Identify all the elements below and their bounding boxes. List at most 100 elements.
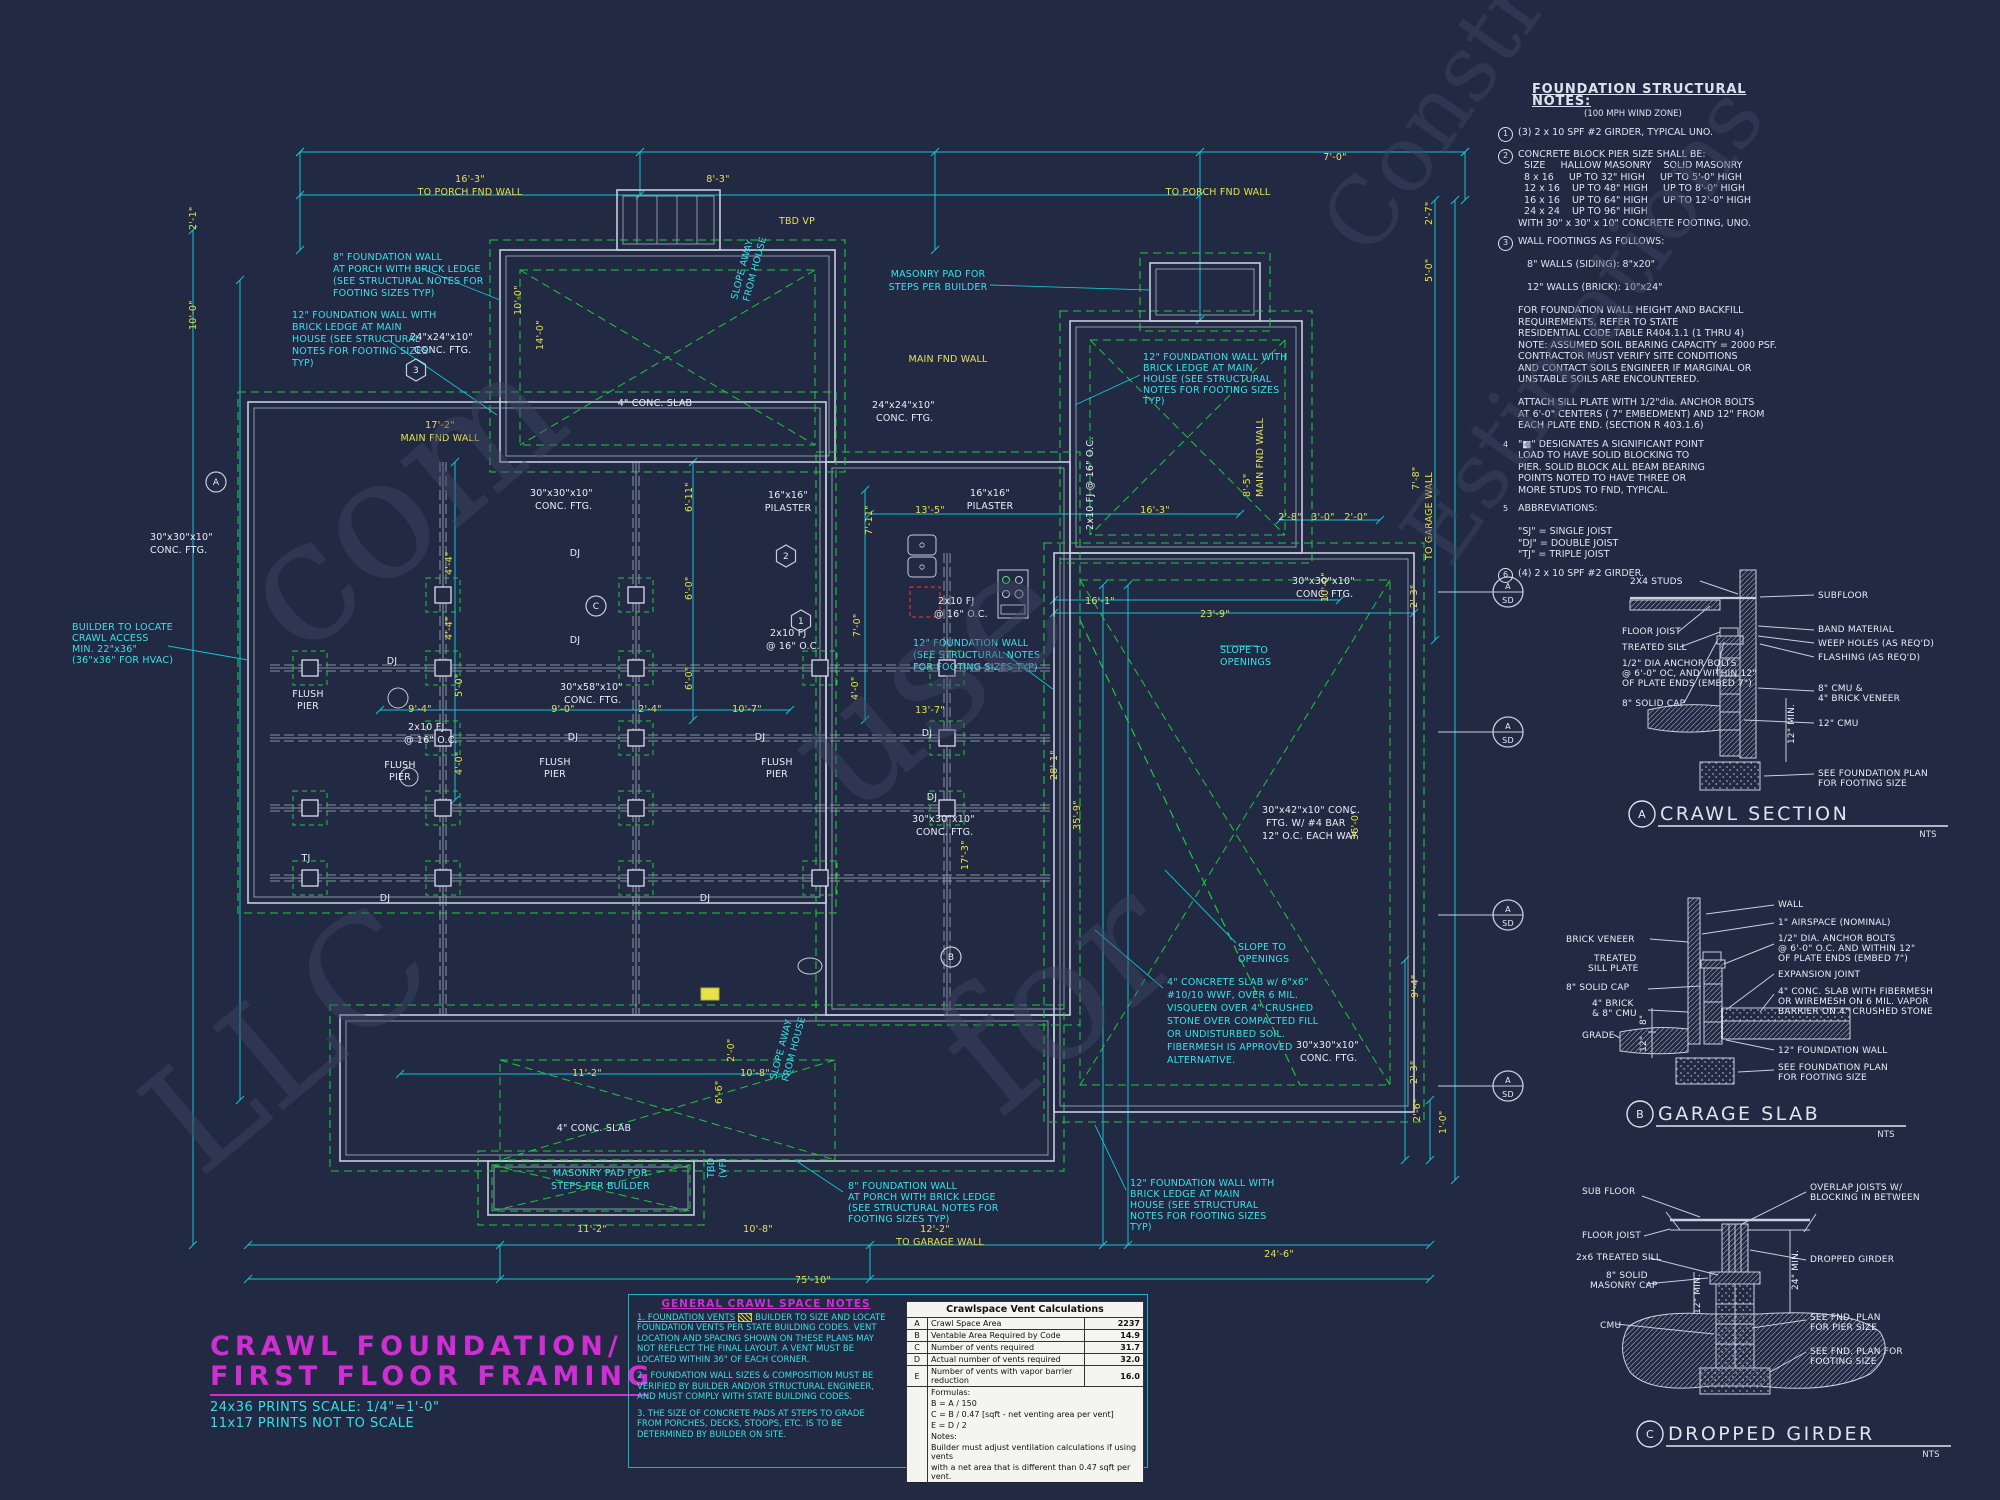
plan-label: VISQUEEN OVER 4" CRUSHED (1167, 1003, 1313, 1014)
plan-label: 30"x30"x10" (1292, 576, 1355, 587)
detail-label: BLOCKING IN BETWEEN (1810, 1193, 1920, 1203)
plan-dimension-label: 6'-11" (684, 482, 695, 512)
plan-label: FOR FOOTING SIZES TYP) (913, 662, 1038, 673)
plan-label: CONC. FTG. (535, 501, 592, 512)
general-crawl-space-notes: GENERAL CRAWL SPACE NOTES 1. FOUNDATION … (637, 1299, 895, 1446)
detail-label: SEE FND. PLAN FOR (1810, 1347, 1903, 1357)
vent-hatch-icon (738, 1312, 753, 1322)
structural-note-item: 1(3) 2 x 10 SPF #2 GIRDER, TYPICAL UNO. (1498, 126, 1804, 142)
detail-scale-note: NTS (1922, 1450, 1940, 1460)
title-underline (210, 1394, 648, 1396)
plan-dimension-label: TO PORCH FND WALL (1165, 187, 1271, 198)
plan-label: 30"x58"x10" (560, 682, 623, 693)
plan-dimension-label: 16'-1" (1085, 596, 1115, 607)
detail-label: 2X4 STUDS (1630, 577, 1683, 587)
circle-keynote-label: C (593, 602, 599, 612)
plan-dimension-label: 14'-0" (535, 320, 546, 350)
plan-dimension-label: 6'-6" (714, 1081, 725, 1105)
hex-keynote-label: 1 (798, 617, 804, 627)
print-scale-note-2: 11x17 PRINTS NOT TO SCALE (210, 1416, 415, 1431)
detail-label: FOR PIER SIZE (1810, 1323, 1877, 1333)
plan-dimension-label: 16'-3" (1140, 505, 1170, 516)
plan-label: BRICK LEDGE AT MAIN (292, 322, 402, 333)
hex-keynote-marker (405, 358, 427, 382)
plan-label: 12" O.C. EACH WAY (1262, 831, 1357, 842)
plan-dimension-label: 13'-5" (915, 505, 945, 516)
detail-label: WALL (1778, 900, 1803, 910)
detail-label: OR WIREMESH ON 6 MIL. VAPOR (1778, 997, 1929, 1007)
plan-label: 8" FOUNDATION WALL (848, 1181, 958, 1192)
pier-squares (292, 577, 965, 896)
plan-label: 30"x30"x10" (150, 532, 213, 543)
crawl-notes-title: GENERAL CRAWL SPACE NOTES (661, 1298, 871, 1310)
detail-label: 2x6 TREATED SILL (1576, 1253, 1661, 1263)
plan-label: CONC. FTG. (876, 413, 933, 424)
hex-keynote-marker (790, 609, 812, 633)
plan-dimension-label: 7'-0" (1323, 152, 1347, 163)
plan-label: 2x10 FJ @ 16" O.C. (1085, 437, 1096, 530)
plan-dimension-label: 8'-5" (1242, 474, 1253, 498)
plan-label: TYP) (291, 358, 314, 369)
detail-label: 12" MIN. (1787, 704, 1797, 744)
plan-label: PIER (389, 772, 411, 783)
detail-label: 12" MIN. (1693, 1274, 1703, 1314)
circle-keynote-marker (205, 471, 227, 493)
plan-dimension-label: 4'-0" (850, 677, 861, 701)
sheet-title-line1: CRAWL FOUNDATION/ (210, 1331, 623, 1362)
detail-label: 8" SOLID CAP (1622, 699, 1686, 709)
plan-label: PIER (544, 769, 566, 780)
plan-label: BRICK LEDGE AT MAIN (1130, 1189, 1240, 1200)
detail-label: 1" AIRSPACE (NOMINAL) (1778, 918, 1891, 928)
sheet-title-block: CRAWL FOUNDATION/ FIRST FLOOR FRAMING 24… (210, 1332, 654, 1432)
plan-dimension-label: 10'-7" (732, 704, 762, 715)
plan-label: STONE OVER COMPACTED FILL (1167, 1016, 1319, 1027)
circle-keynote-label: A (213, 478, 220, 488)
detail-marker-letter: C (1646, 1428, 1654, 1441)
plan-label: FOOTING SIZES TYP) (848, 1214, 950, 1225)
plan-label: 12" FOUNDATION WALL WITH (292, 310, 437, 321)
plan-label: HOUSE (SEE STRUCTURAL (1130, 1200, 1259, 1211)
plan-label: DJ (922, 728, 933, 739)
plan-dimension-label: 10'-0" (513, 285, 524, 315)
detail-label: 1/2" DIA. ANCHOR BOLTS (1778, 934, 1896, 944)
plan-label: 2x10 FJ (770, 628, 806, 639)
detail-label: SEE FND. PLAN (1810, 1313, 1881, 1323)
plan-dimension-label: 1'-0" (1438, 1111, 1449, 1135)
plan-label: (SEE STRUCTURAL NOTES FOR (333, 276, 484, 287)
detail-label: 4" BRICK (1592, 999, 1634, 1009)
plan-label: 24"x24"x10" (410, 332, 473, 343)
section-marker-top: A (1505, 1076, 1511, 1085)
plan-dimension-label: 11'-2" (572, 1068, 602, 1079)
plan-label: NOTES FOR FOOTING SIZES (1130, 1211, 1267, 1222)
red-dashed-marker (909, 586, 941, 618)
detail-marker-circle (1626, 1100, 1654, 1128)
detail-marker-letter: B (1636, 1108, 1644, 1121)
plan-label: AT PORCH WITH BRICK LEDGE (333, 264, 481, 275)
plan-dimension-label: 17'-3" (960, 840, 971, 870)
note-text: ABBREVIATIONS: "SJ" = SINGLE JOIST "DJ" … (1518, 503, 1619, 560)
detail-label: 8" SOLID (1606, 1271, 1648, 1281)
footing-dashed-lines (237, 239, 1425, 1226)
section-marker-bottom: SD (1502, 596, 1514, 605)
detail-label: 12" (1639, 1036, 1649, 1052)
plan-dimension-label: 2'-8" (1278, 512, 1302, 523)
hex-keynote-label: 2 (783, 552, 789, 562)
section-marker-top: A (1505, 905, 1511, 914)
plan-label: 16"x16" (768, 490, 808, 501)
plan-label: FIBERMESH IS APPROVED (1167, 1042, 1293, 1053)
print-scale-note: 24x36 PRINTS SCALE: 1/4"=1'-0" (210, 1400, 440, 1415)
plan-label: 4" CONCRETE SLAB w/ 6"x6" (1167, 977, 1309, 988)
plan-dimension-label: 7'-11" (864, 505, 875, 535)
plan-dimension-label: 7'-8" (1411, 467, 1422, 491)
plan-label: OPENINGS (1220, 657, 1271, 668)
plan-label: 2x10 FJ (408, 722, 444, 733)
note-number-marker: 4 (1502, 439, 1509, 449)
plan-label: HOUSE (SEE STRUCTURAL (1143, 374, 1272, 385)
detail-label: EXPANSION JOINT (1778, 970, 1861, 980)
girder-lines (270, 462, 1050, 1015)
structural-notes-title: FOUNDATION STRUCTURAL NOTES: (1532, 82, 1747, 109)
